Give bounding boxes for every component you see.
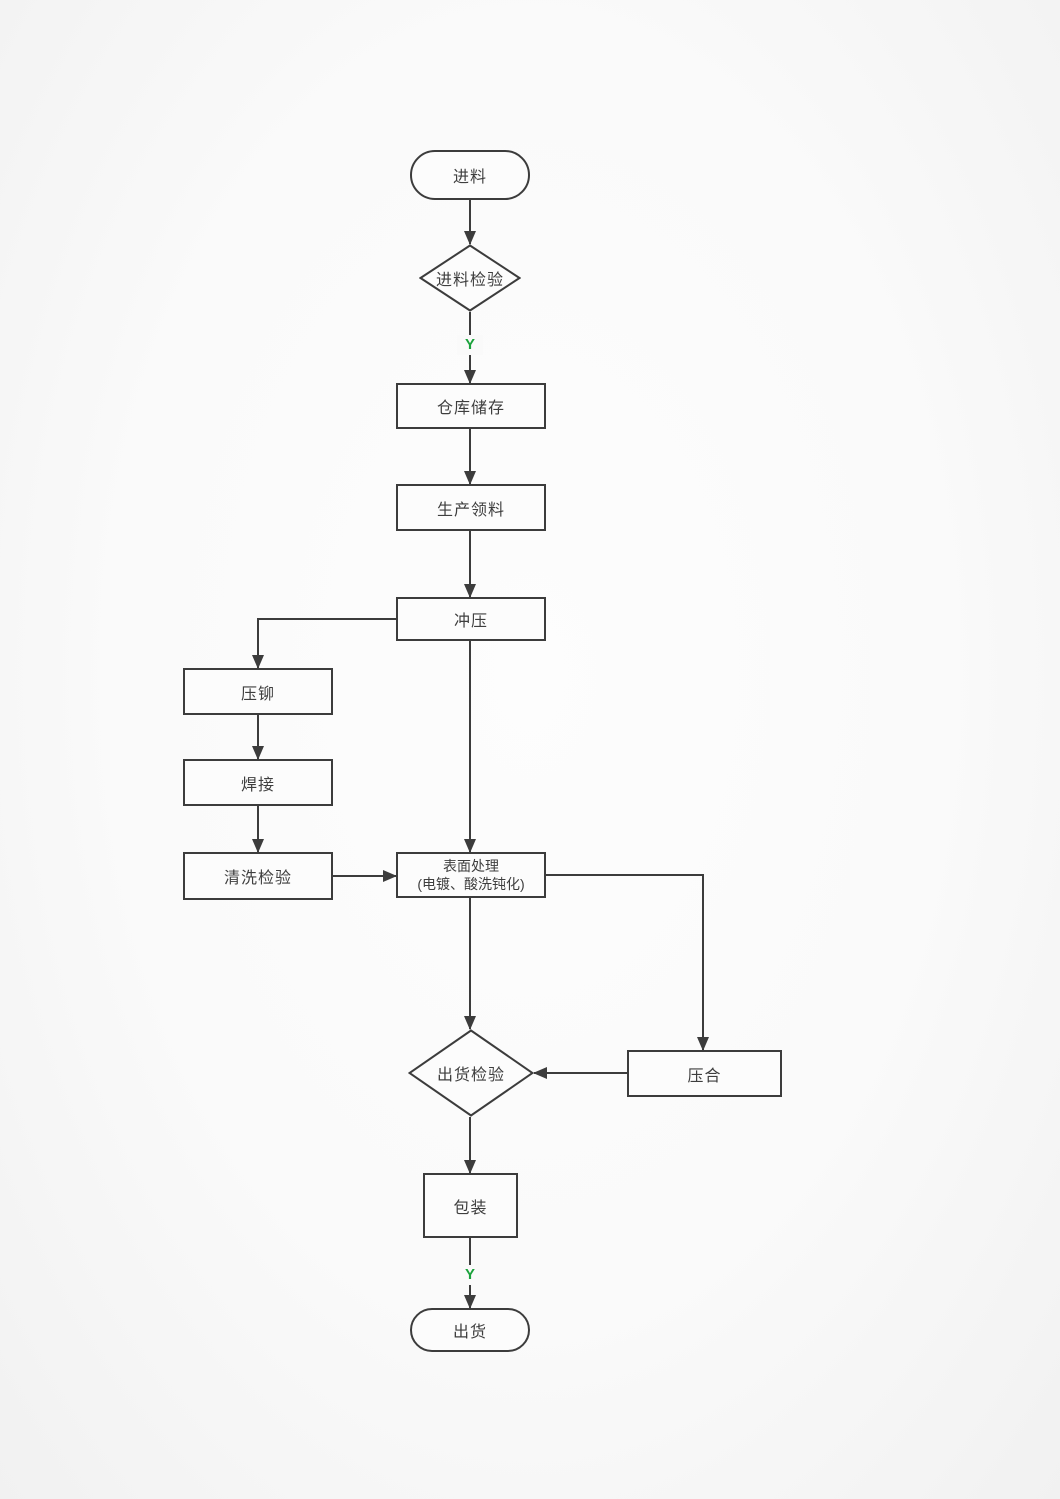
node-welding-label: 焊接 <box>240 776 275 794</box>
edge-stamping-to-riveting <box>252 618 396 669</box>
node-shipping-inspection-label: 出货检验 <box>436 1067 505 1084</box>
edge-label-incoming-pass: Y <box>457 335 483 355</box>
node-surface-treatment-label-line1: 表面处理 <box>443 858 499 874</box>
node-warehouse-storage-label: 仓库储存 <box>436 400 505 417</box>
node-pressing-label: 压合 <box>687 1067 722 1085</box>
node-riveting: 压铆 <box>183 668 333 715</box>
node-riveting-label: 压铆 <box>240 685 275 703</box>
edge-label-packaging-pass: Y <box>457 1265 483 1285</box>
node-surface-treatment: 表面处理 (电镀、酸洗钝化) <box>396 852 546 898</box>
diamond-shape-icon <box>419 244 521 312</box>
node-end-label: 出货 <box>452 1324 487 1341</box>
node-shipping-inspection-decision: 出货检验 <box>408 1029 534 1117</box>
node-production-requisition-label: 生产领料 <box>436 501 505 519</box>
node-start: 进料 <box>410 150 530 200</box>
node-production-requisition: 生产领料 <box>396 484 546 531</box>
node-warehouse-storage: 仓库储存 <box>396 383 546 429</box>
node-packaging: 包装 <box>423 1173 518 1238</box>
node-cleaning-inspection-label: 清洗检验 <box>223 870 292 887</box>
node-stamping: 冲压 <box>396 597 546 641</box>
node-incoming-inspection-decision: 进料检验 <box>419 244 521 312</box>
diamond-shape-icon <box>408 1029 534 1117</box>
node-incoming-inspection-label: 进料检验 <box>435 272 504 289</box>
node-start-label: 进料 <box>452 169 487 186</box>
node-stamping-label: 冲压 <box>453 613 488 630</box>
node-surface-treatment-label-line2: (电镀、酸洗钝化) <box>417 876 525 892</box>
node-cleaning-inspection: 清洗检验 <box>183 852 333 900</box>
node-end: 出货 <box>410 1308 530 1352</box>
node-welding: 焊接 <box>183 759 333 806</box>
node-packaging-label: 包装 <box>453 1199 488 1217</box>
edge-surface-treatment-to-pressing <box>546 874 709 1051</box>
node-pressing: 压合 <box>627 1050 782 1097</box>
